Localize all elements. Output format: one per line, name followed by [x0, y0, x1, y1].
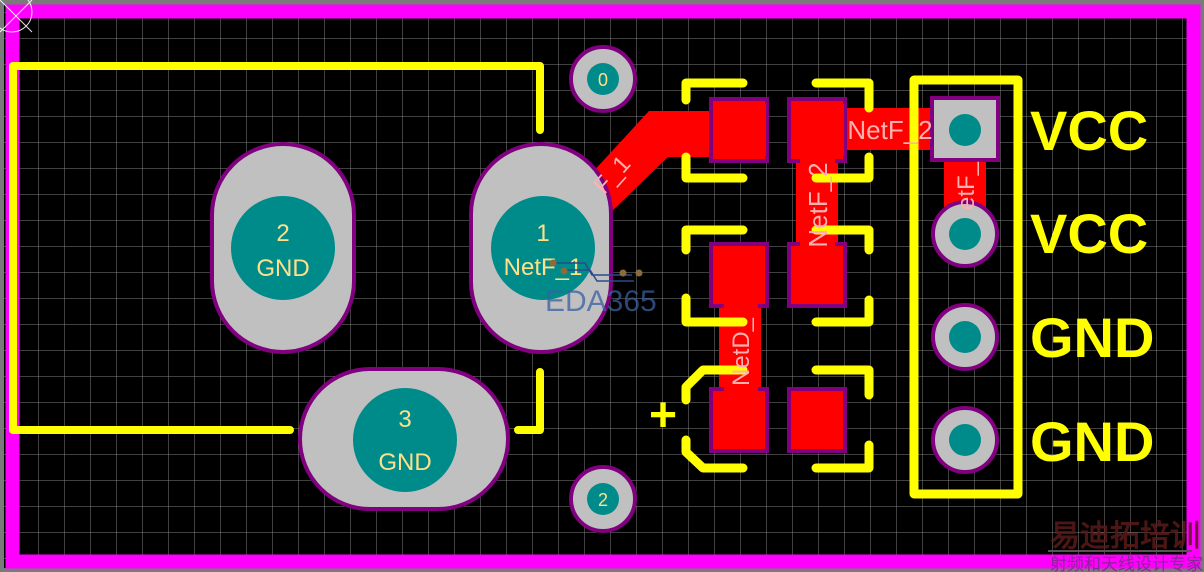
hole-label: 0 — [598, 70, 608, 90]
hole-label: 2 — [598, 490, 608, 510]
header-pin-4[interactable] — [931, 406, 999, 474]
watermark-subtitle: 射频和天线设计专家 — [1050, 555, 1203, 572]
dc-jack-pad-3[interactable]: 3 GND — [298, 367, 510, 511]
origin-marker-icon — [0, 0, 33, 33]
mounting-hole-2[interactable]: 2 — [569, 465, 637, 533]
header-pin-3[interactable] — [931, 303, 999, 371]
dc-jack-silkscreen — [9, 62, 544, 434]
smd-pad-c2-2[interactable] — [787, 242, 847, 308]
net-label-netf2-horizontal: NetF_2 — [847, 115, 932, 145]
net-label-header-trace: etF_ — [953, 161, 980, 210]
header-label-1: VCC — [1030, 99, 1148, 162]
pad-number: 3 — [398, 406, 411, 433]
pad-net: NetF_1 — [504, 254, 583, 281]
eda365-logo-text: EDA365 — [545, 285, 657, 318]
header-pin-1[interactable] — [930, 96, 1000, 162]
smd-pad-c3-2[interactable] — [787, 387, 847, 453]
smd-silkscreen — [681, 78, 874, 473]
net-label-netd: NetD_ — [728, 317, 755, 386]
smd-pad-c3-1[interactable] — [709, 387, 769, 453]
header-label-2: VCC — [1030, 202, 1148, 265]
watermark-title: 易迪拓培训 — [1050, 519, 1200, 553]
eda365-logo: EDA365 — [545, 259, 657, 318]
pad-number: 2 — [276, 220, 289, 247]
watermark: 易迪拓培训 射频和天线设计专家 — [1048, 519, 1203, 572]
header-label-3: GND — [1030, 306, 1154, 369]
polarity-mark: + — [649, 389, 677, 442]
pad-net: GND — [378, 449, 431, 476]
dc-jack-pad-1[interactable]: 1 NetF_1 — [469, 142, 613, 354]
dc-jack-pad-2[interactable]: 2 GND — [210, 142, 356, 354]
header-silkscreen — [909, 75, 1023, 499]
pad-number: 1 — [536, 220, 549, 247]
header-label-4: GND — [1030, 410, 1154, 473]
net-label-netf2-vertical: NetF_2 — [803, 162, 833, 247]
mounting-hole-0[interactable]: 0 — [569, 45, 637, 113]
header-pin-2[interactable] — [931, 200, 999, 268]
smd-pad-c2-1[interactable] — [709, 242, 769, 308]
pad-net: GND — [256, 255, 309, 282]
